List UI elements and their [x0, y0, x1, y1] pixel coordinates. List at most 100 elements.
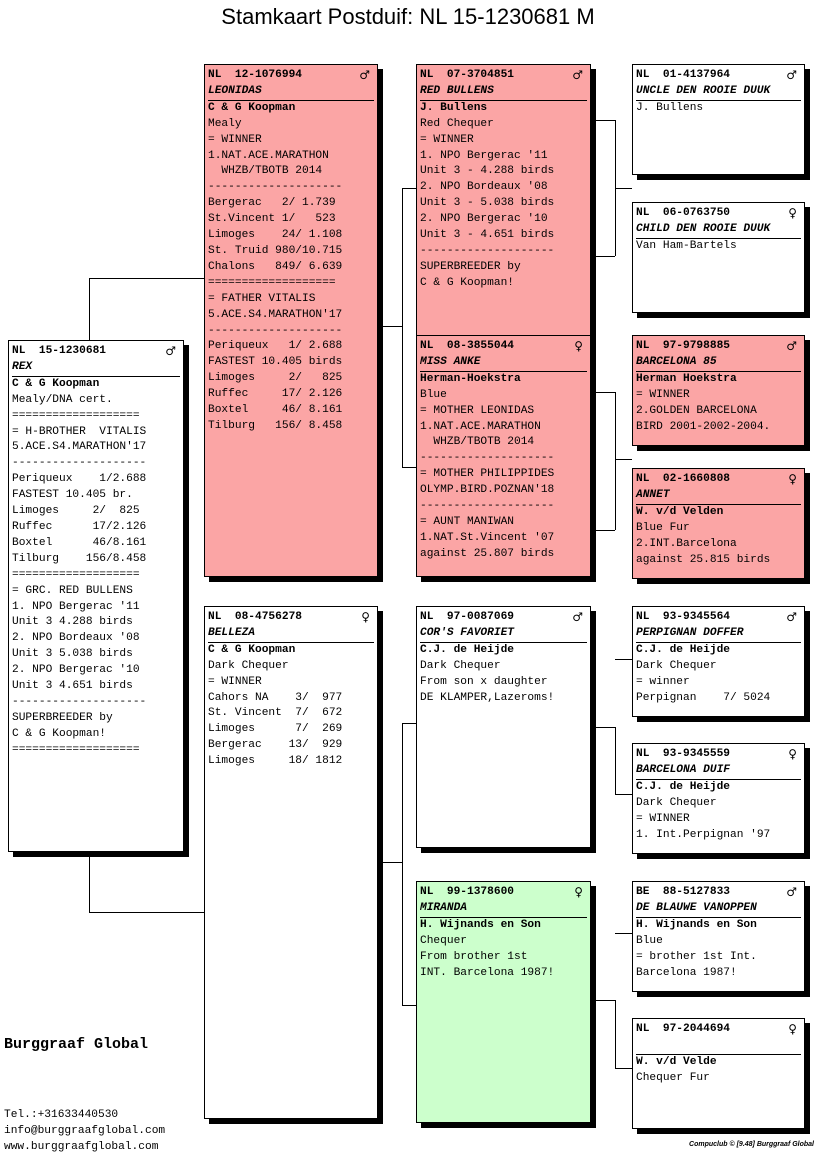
note-line: C & G Koopman! [12, 727, 106, 740]
note-line: 2.GOLDEN BARCELONA [636, 404, 757, 417]
bird-notes: Blue= brother 1st Int.Barcelona 1987! [636, 934, 801, 982]
female-icon: ♀ [788, 206, 797, 220]
note-line: = GRC. RED BULLENS [12, 584, 133, 597]
bird-name: ANNET [636, 488, 801, 505]
pedigree-card-subject: NL 15-1230681♂ REX C & G Koopman Mealy/D… [8, 340, 184, 852]
note-line: Blue [420, 388, 447, 401]
note-line: = WINNER [208, 675, 262, 688]
note-line: BIRD 2001-2002-2004. [636, 420, 771, 433]
note-line: = WINNER [420, 133, 474, 146]
note-line: Bergerac 13/ 929 [208, 739, 343, 752]
note-line: Limoges 18/ 1812 [208, 755, 343, 768]
ring-number: NL 08-3855044♀ [420, 339, 583, 353]
note-line: Perpignan 7/ 5024 [636, 691, 771, 704]
note-line: 2. NPO Bergerac '10 [12, 664, 140, 677]
note-line: 1.NAT.ACE.MARATHON [208, 149, 329, 162]
bird-notes: Mealy/DNA cert. =================== = H-BR… [12, 393, 180, 759]
note-line: Unit 3 - 4.651 birds [420, 229, 555, 242]
pedigree-card-fmm: NL 02-1660808♀ ANNET W. v/d Velden Blue … [632, 468, 805, 579]
bird-name: RED BULLENS [420, 84, 587, 101]
breeder-name: W. v/d Velden [636, 505, 724, 518]
note-line: Mealy/DNA cert. [12, 393, 113, 406]
note-line: Periqueux 1/ 2.688 [208, 340, 343, 353]
bird-name: CHILD DEN ROOIE DUUK [636, 222, 801, 239]
female-icon: ♀ [574, 885, 583, 899]
breeder-name: C & G Koopman [208, 101, 296, 114]
note-line: C & G Koopman! [420, 276, 514, 289]
ring-number: NL 07-3704851♂ [420, 68, 583, 82]
note-line: 2.INT.Barcelona [636, 537, 737, 550]
bird-name: COR'S FAVORIET [420, 626, 587, 643]
note-line: 2. NPO Bordeaux '08 [12, 632, 140, 645]
note-line: against 25.815 birds [636, 553, 771, 566]
contact-phone: Tel.:+31633440530 [4, 1109, 119, 1121]
note-line: Cahors NA 3/ 977 [208, 691, 343, 704]
breeder-name: C.J. de Heijde [636, 780, 730, 793]
pedigree-card-mother-mother: NL 99-1378600♀ MIRANDA H. Wijnands en So… [416, 881, 591, 1123]
breeder-name: Van Ham-Bartels [636, 239, 737, 252]
note-line: Limoges 2/ 825 [12, 505, 140, 518]
ring-number: NL 99-1378600♀ [420, 885, 583, 899]
ring-number: NL 08-4756278♀ [208, 610, 370, 624]
male-icon: ♂ [572, 68, 583, 82]
note-line: Tilburg 156/ 8.458 [208, 419, 343, 432]
note-line: Chequer Fur [636, 1071, 710, 1084]
female-icon: ♀ [574, 339, 583, 353]
note-line: Blue [636, 934, 663, 947]
note-line: Red Chequer [420, 117, 494, 130]
bird-name: BARCELONA 85 [636, 355, 801, 372]
bird-name [636, 1038, 801, 1055]
note-line: Boxtel 46/ 8.161 [208, 404, 343, 417]
note-line: From son x daughter [420, 675, 548, 688]
ring-number: NL 97-0087069♂ [420, 610, 583, 624]
male-icon: ♂ [165, 344, 176, 358]
note-line: 5.ACE.S4.MARATHON'17 [12, 441, 147, 454]
note-line: Periqueux 1/2.688 [12, 473, 147, 486]
note-line: 1. NPO Bergerac '11 [420, 149, 548, 162]
pedigree-card-ffm: NL 06-0763750♀ CHILD DEN ROOIE DUUK Van … [632, 202, 805, 313]
note-line: Dark Chequer [636, 796, 717, 809]
bird-name: PERPIGNAN DOFFER [636, 626, 801, 643]
note-line: FASTEST 10.405 birds [208, 356, 343, 369]
note-line: Dark Chequer [208, 659, 289, 672]
breeder-name: J. Bullens [636, 101, 704, 114]
pedigree-card-father: NL 12-1076994♂ LEONIDAS C & G Koopman Me… [204, 64, 378, 577]
note-line: DE KLAMPER,Lazeroms! [420, 691, 555, 704]
note-line: WHZB/TBOTB 2014 [208, 165, 323, 178]
note-line: St. Vincent 7/ 672 [208, 707, 343, 720]
note-line: Chalons 849/ 6.639 [208, 260, 343, 273]
software-credit: Compuclub © [9.48] Burggraaf Global [689, 1141, 814, 1148]
note-line: 5.ACE.S4.MARATHON'17 [208, 308, 343, 321]
note-line: = H-BROTHER VITALIS [12, 425, 147, 438]
contact-website[interactable]: www.burggraafglobal.com [4, 1141, 159, 1153]
bird-name: DE BLAUWE VANOPPEN [636, 901, 801, 918]
male-icon: ♂ [786, 68, 797, 82]
breeder-name: H. Wijnands en Son [420, 918, 541, 931]
pedigree-card-mmm: NL 97-2044694♀ W. v/d Velde Chequer Fur [632, 1018, 805, 1129]
ring-number: NL 97-2044694♀ [636, 1022, 797, 1036]
bird-notes: = WINNER 2.GOLDEN BARCELONA BIRD 2001-2002… [636, 388, 801, 436]
pedigree-card-mmf: BE 88-5127833♂ DE BLAUWE VANOPPEN H. Wij… [632, 881, 805, 992]
note-line: Limoges 24/ 1.108 [208, 229, 343, 242]
note-line: = WINNER [208, 133, 262, 146]
male-icon: ♂ [786, 610, 797, 624]
note-line: FASTEST 10.405 br. [12, 489, 133, 502]
note-line: = winner [636, 675, 690, 688]
note-line: = WINNER [636, 388, 690, 401]
note-line: Unit 3 4.651 birds [12, 680, 133, 693]
note-line: 2. NPO Bordeaux '08 [420, 181, 548, 194]
note-line: = WINNER [636, 812, 690, 825]
pedigree-card-father-mother: NL 08-3855044♀ MISS ANKE Herman-Hoekstra… [416, 335, 591, 577]
breeder-name: H. Wijnands en Son [636, 918, 757, 931]
ring-number: NL 06-0763750♀ [636, 206, 797, 220]
breeder-name: C.J. de Heijde [420, 643, 514, 656]
contact-email[interactable]: info@burggraafglobal.com [4, 1125, 166, 1137]
pedigree-card-mfm: NL 93-9345559♀ BARCELONA DUIF C.J. de He… [632, 743, 805, 854]
note-line: =================== [12, 409, 140, 422]
note-line: Unit 3 - 5.038 birds [420, 197, 555, 210]
